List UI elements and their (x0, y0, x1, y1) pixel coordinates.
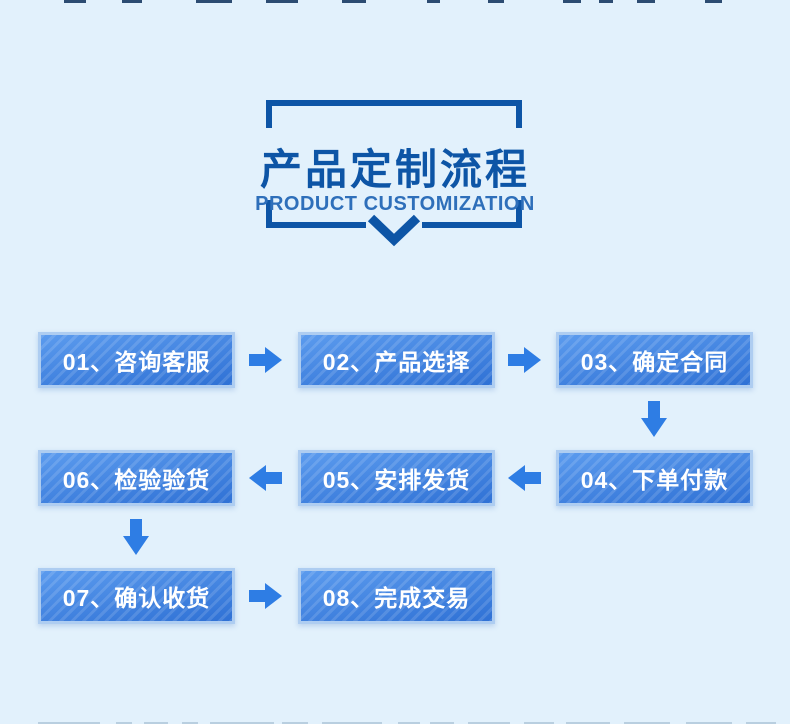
arrow-left-icon (508, 464, 541, 492)
step-box-08: 08、完成交易 (298, 568, 495, 624)
chevron-down-icon (366, 214, 422, 253)
title-frame-bottom-right-tick (516, 200, 522, 228)
arrow-right-icon (508, 346, 541, 374)
step-label: 07、确认收货 (62, 585, 211, 611)
step-label: 02、产品选择 (322, 349, 471, 375)
step-label: 06、检验验货 (62, 467, 211, 493)
step-label: 01、咨询客服 (62, 349, 211, 375)
page-subtitle: PRODUCT CUSTOMIZATION (255, 193, 535, 215)
arrow-down-icon (122, 519, 150, 555)
step-box-01: 01、咨询客服 (38, 332, 235, 388)
step-box-07: 07、确认收货 (38, 568, 235, 624)
title-frame-top-bar (266, 100, 522, 106)
arrow-down-icon (640, 401, 668, 437)
arrow-left-icon (249, 464, 282, 492)
title-frame-bottom-right-bar (422, 222, 522, 228)
title-frame-top-right-tick (516, 100, 522, 128)
step-label: 03、确定合同 (580, 349, 729, 375)
title-frame-bottom-left-tick (266, 200, 272, 228)
step-label: 05、安排发货 (322, 467, 471, 493)
step-label: 08、完成交易 (322, 585, 471, 611)
step-box-06: 06、检验验货 (38, 450, 235, 506)
step-box-03: 03、确定合同 (556, 332, 753, 388)
title-frame-top-left-tick (266, 100, 272, 128)
arrow-right-icon (249, 346, 282, 374)
step-box-04: 04、下单付款 (556, 450, 753, 506)
arrow-right-icon (249, 582, 282, 610)
step-box-05: 05、安排发货 (298, 450, 495, 506)
step-label: 04、下单付款 (580, 467, 729, 493)
title-frame-bottom-left-bar (266, 222, 366, 228)
page-title: 产品定制流程 (259, 146, 530, 193)
step-box-02: 02、产品选择 (298, 332, 495, 388)
